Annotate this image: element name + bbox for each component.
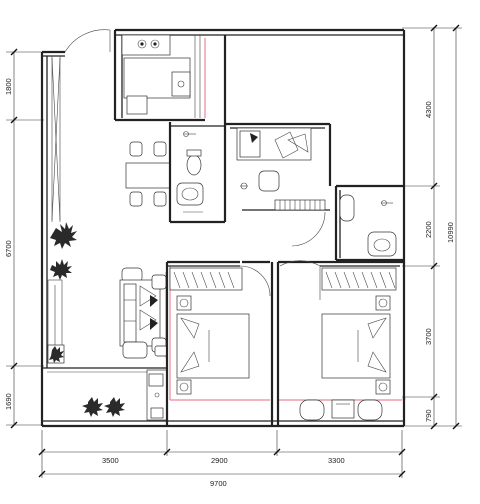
dining-table xyxy=(125,162,171,189)
dim-left-2: 6700 xyxy=(4,240,13,257)
dimension-right: 4300 2200 3700 790 10990 xyxy=(402,24,462,430)
dim-right-1: 4300 xyxy=(424,101,433,118)
left-window xyxy=(47,56,63,351)
dimension-bottom: 3500 2900 3300 9700 xyxy=(38,430,406,488)
bay-seating xyxy=(299,399,383,421)
bedroom-1 xyxy=(165,260,274,426)
bathroom-1 xyxy=(168,120,227,224)
toilet-1 xyxy=(186,154,202,176)
living-room xyxy=(119,267,168,359)
dimension-left: 1800 6700 1690 xyxy=(4,48,44,429)
dim-right-2: 2200 xyxy=(424,221,433,238)
bathroom-2 xyxy=(334,186,404,262)
balcony xyxy=(42,367,168,421)
wardrobe-2 xyxy=(321,267,397,291)
dim-right-4: 790 xyxy=(424,409,433,422)
basin-1 xyxy=(176,182,204,206)
bed-1 xyxy=(176,313,250,379)
dim-left-3: 1690 xyxy=(4,393,13,410)
dim-bottom-1: 3500 xyxy=(102,456,119,465)
study xyxy=(223,35,332,247)
bedroom-2 xyxy=(276,260,404,426)
dim-right-3: 3700 xyxy=(424,328,433,345)
toilet-2 xyxy=(339,194,355,222)
dim-bottom-total: 9700 xyxy=(210,479,227,488)
exterior-walls xyxy=(40,28,406,428)
dim-bottom-3: 3300 xyxy=(328,456,345,465)
dining-set xyxy=(125,141,171,207)
sink xyxy=(171,71,191,97)
wardrobe-1 xyxy=(169,267,243,291)
dim-right-total: 10990 xyxy=(446,222,455,243)
dim-bottom-2: 2900 xyxy=(211,456,228,465)
basin-2 xyxy=(367,231,397,257)
kitchen xyxy=(113,30,206,122)
plants xyxy=(47,222,125,417)
bed-2 xyxy=(321,313,391,379)
entrance-door xyxy=(64,29,111,53)
study-chair xyxy=(258,170,280,192)
dim-left-1: 1800 xyxy=(4,78,13,95)
